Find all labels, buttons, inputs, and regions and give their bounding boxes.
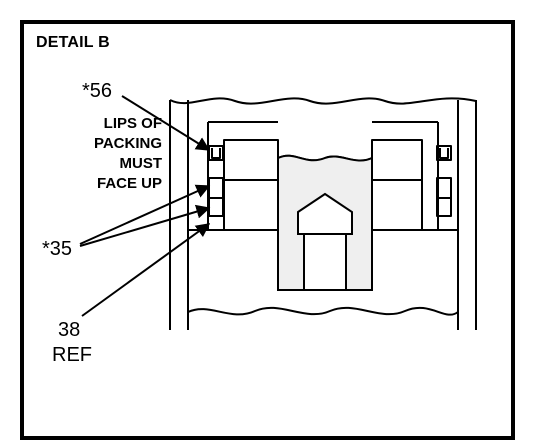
packing-note-line-3: MUST — [119, 155, 163, 172]
packing-note: LIPS OF PACKING MUST FACE UP — [32, 114, 162, 194]
right-gland — [371, 139, 423, 181]
stem-plug — [297, 192, 353, 291]
lower-break-line — [187, 306, 459, 316]
top-break-line — [169, 97, 477, 105]
left-gland-lower — [224, 179, 279, 231]
left-packing-ring-lower — [208, 197, 224, 217]
callout-38-ref-label: REF — [52, 344, 92, 366]
right-lip-packing — [436, 145, 452, 161]
callout-35-label: *35 — [42, 238, 73, 260]
packing-note-line-1: LIPS OF — [103, 115, 162, 132]
detail-title: DETAIL B — [36, 34, 110, 51]
callout-38-label: 38 — [58, 319, 81, 341]
leader-56 — [121, 95, 211, 151]
leader-35-lower — [79, 204, 211, 247]
packing-note-line-2: PACKING — [93, 135, 162, 152]
leader-38 — [81, 223, 211, 317]
left-lip-packing — [208, 145, 224, 161]
left-packing-ring-upper — [208, 177, 224, 199]
leader-35-upper — [79, 184, 211, 245]
seal-assembly-drawing — [79, 95, 477, 330]
left-lip-packing-lip — [211, 148, 221, 159]
packing-note-line-4: FACE UP — [96, 175, 162, 192]
right-gland-lower — [372, 179, 423, 231]
callout-56-label: *56 — [82, 80, 113, 102]
right-packing-ring-lower — [436, 197, 452, 217]
left-gland — [223, 139, 279, 181]
right-packing-ring-upper — [436, 177, 452, 199]
right-lip-packing-lip — [439, 148, 449, 159]
